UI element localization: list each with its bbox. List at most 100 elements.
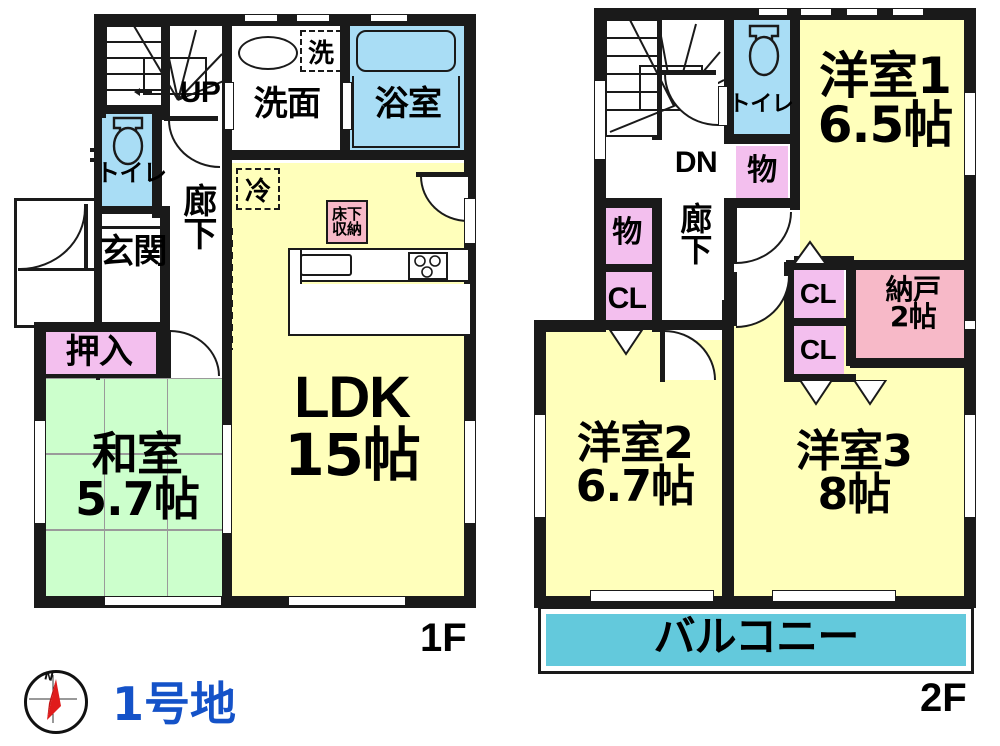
window — [288, 596, 406, 606]
wall-genkan-right — [160, 206, 170, 332]
wall-oshiire-right — [156, 330, 166, 378]
closet-arrow-icon — [852, 380, 888, 406]
wall-toilet2-right — [790, 14, 800, 210]
window — [104, 596, 222, 606]
toilet-icon-1f — [112, 116, 144, 166]
label-oshiire: 押入 — [65, 332, 133, 372]
storage-mono-left — [600, 206, 654, 266]
compass-needle-icon — [29, 675, 77, 723]
kitchen-island-base — [288, 284, 472, 336]
window — [758, 8, 788, 16]
wall-mono-left-top — [594, 198, 660, 208]
label-toilet-2f: トイレ — [728, 92, 794, 117]
y1-door-leaf — [732, 208, 737, 264]
wall-cl-right-split — [788, 318, 846, 326]
porch-step — [18, 268, 98, 271]
wall-nando-bottom — [850, 358, 976, 368]
floor-plan-2f: DN トイレ 洋室1 6.5帖 洋室2 6.7帖 洋室3 8帖 納戸 2帖 廊 … — [500, 0, 1000, 746]
bath-door — [342, 82, 352, 130]
toilet-door-leaf-1f — [164, 116, 218, 121]
window — [892, 8, 924, 16]
bath-floor-area — [352, 76, 460, 148]
window — [244, 14, 278, 22]
floor-label-1f: 1F — [420, 616, 467, 660]
label-ldk: LDK 15帖 — [284, 365, 420, 489]
toilet-doorjamb — [90, 158, 102, 162]
wall-wet-bottom — [222, 150, 476, 160]
label-hallway-1f: 廊 下 — [183, 182, 217, 256]
wall-left-toilet — [94, 110, 102, 218]
label-toilet-1f: トイレ — [96, 159, 167, 187]
wall-hall-right-2f — [724, 208, 734, 342]
wall-stairs-hall — [160, 20, 170, 120]
room-genkan — [98, 215, 168, 330]
stairs-door-leaf-2f — [660, 70, 716, 75]
wall-toilet-top — [94, 106, 162, 114]
window — [964, 320, 976, 330]
label-yoshitsu1: 洋室1 6.5帖 — [817, 47, 954, 154]
storage-cl-right-lower — [792, 326, 844, 378]
underfloor-storage: 床下 収納 — [326, 200, 368, 244]
label-storage-mono-top: 物 — [747, 153, 777, 188]
window — [34, 420, 46, 524]
genkan-step-line — [100, 226, 162, 229]
window — [296, 14, 330, 22]
wall-mono-left-right — [652, 198, 662, 332]
window — [534, 414, 546, 518]
label-yoshitsu2: 洋室2 6.7帖 — [575, 418, 695, 513]
wall-toilet2-left — [724, 14, 734, 140]
label-nando: 納戸 2帖 — [885, 273, 941, 334]
wall-cl-right-left — [784, 262, 794, 382]
oshiire-panel-split — [96, 374, 100, 380]
genkan-inner-door-leaf — [166, 330, 171, 378]
closet-arrow-icon — [798, 380, 834, 406]
wall-hall-bottom-2f — [546, 320, 732, 330]
floor-plan-1f: UP トイレ 廊 下 玄関 押入 和室 5.7帖 LDK 15帖 洗 洗面 浴室… — [14, 14, 476, 660]
stairs-up-label: UP — [179, 76, 221, 109]
label-storage-mono-left: 物 — [612, 215, 642, 250]
room-yoshitsu1 — [800, 14, 972, 266]
wall-oshiire-top — [34, 322, 170, 332]
toilet-icon-2f — [748, 24, 780, 77]
window — [964, 414, 976, 518]
kitchen-sink — [300, 254, 352, 276]
floor-label-2f: 2F — [920, 676, 967, 720]
room-nando — [856, 268, 972, 360]
y3-door-leaf — [732, 272, 737, 326]
window — [846, 8, 878, 16]
wall-toilet2-bottom — [724, 134, 796, 144]
window — [370, 14, 408, 22]
closet-arrow-icon — [792, 240, 828, 265]
wall-mono-cl-split — [598, 264, 656, 272]
room-hallway-2f — [660, 120, 732, 340]
window — [772, 590, 896, 602]
counter-guide-line — [231, 228, 233, 350]
kitchen-stove — [408, 252, 448, 280]
washroom-door — [224, 82, 234, 130]
label-storage-cl-right-upper: CL — [799, 278, 837, 309]
stairs-dn-label: DN — [674, 146, 718, 179]
entrance-door-leaf — [84, 204, 88, 268]
stairs-1f-icon — [105, 25, 227, 107]
wall-nando-top — [786, 260, 976, 270]
wall-toilet-bottom — [94, 206, 162, 214]
storage-oshiire — [40, 330, 156, 378]
washbasin-icon — [238, 36, 298, 70]
stove-burners-icon — [414, 255, 441, 278]
toilet2-door — [718, 86, 728, 126]
window — [464, 198, 476, 244]
y2-door-leaf — [660, 330, 665, 382]
label-hallway-2f: 廊 下 — [680, 200, 712, 270]
label-washroom: 洗面 — [253, 84, 321, 124]
compass-rose — [24, 670, 88, 734]
lot-label: 1号地 — [112, 677, 237, 731]
ldk-door-leaf — [416, 172, 468, 177]
label-yoshitsu3: 洋室3 8帖 — [796, 426, 913, 521]
y1-door-swing — [736, 212, 792, 264]
window — [222, 424, 232, 534]
label-storage-cl-right-lower: CL — [799, 334, 837, 365]
wall-toilet-right — [152, 110, 162, 218]
window — [964, 92, 976, 176]
window — [594, 80, 606, 160]
label-storage-cl-left: CL — [607, 282, 647, 315]
